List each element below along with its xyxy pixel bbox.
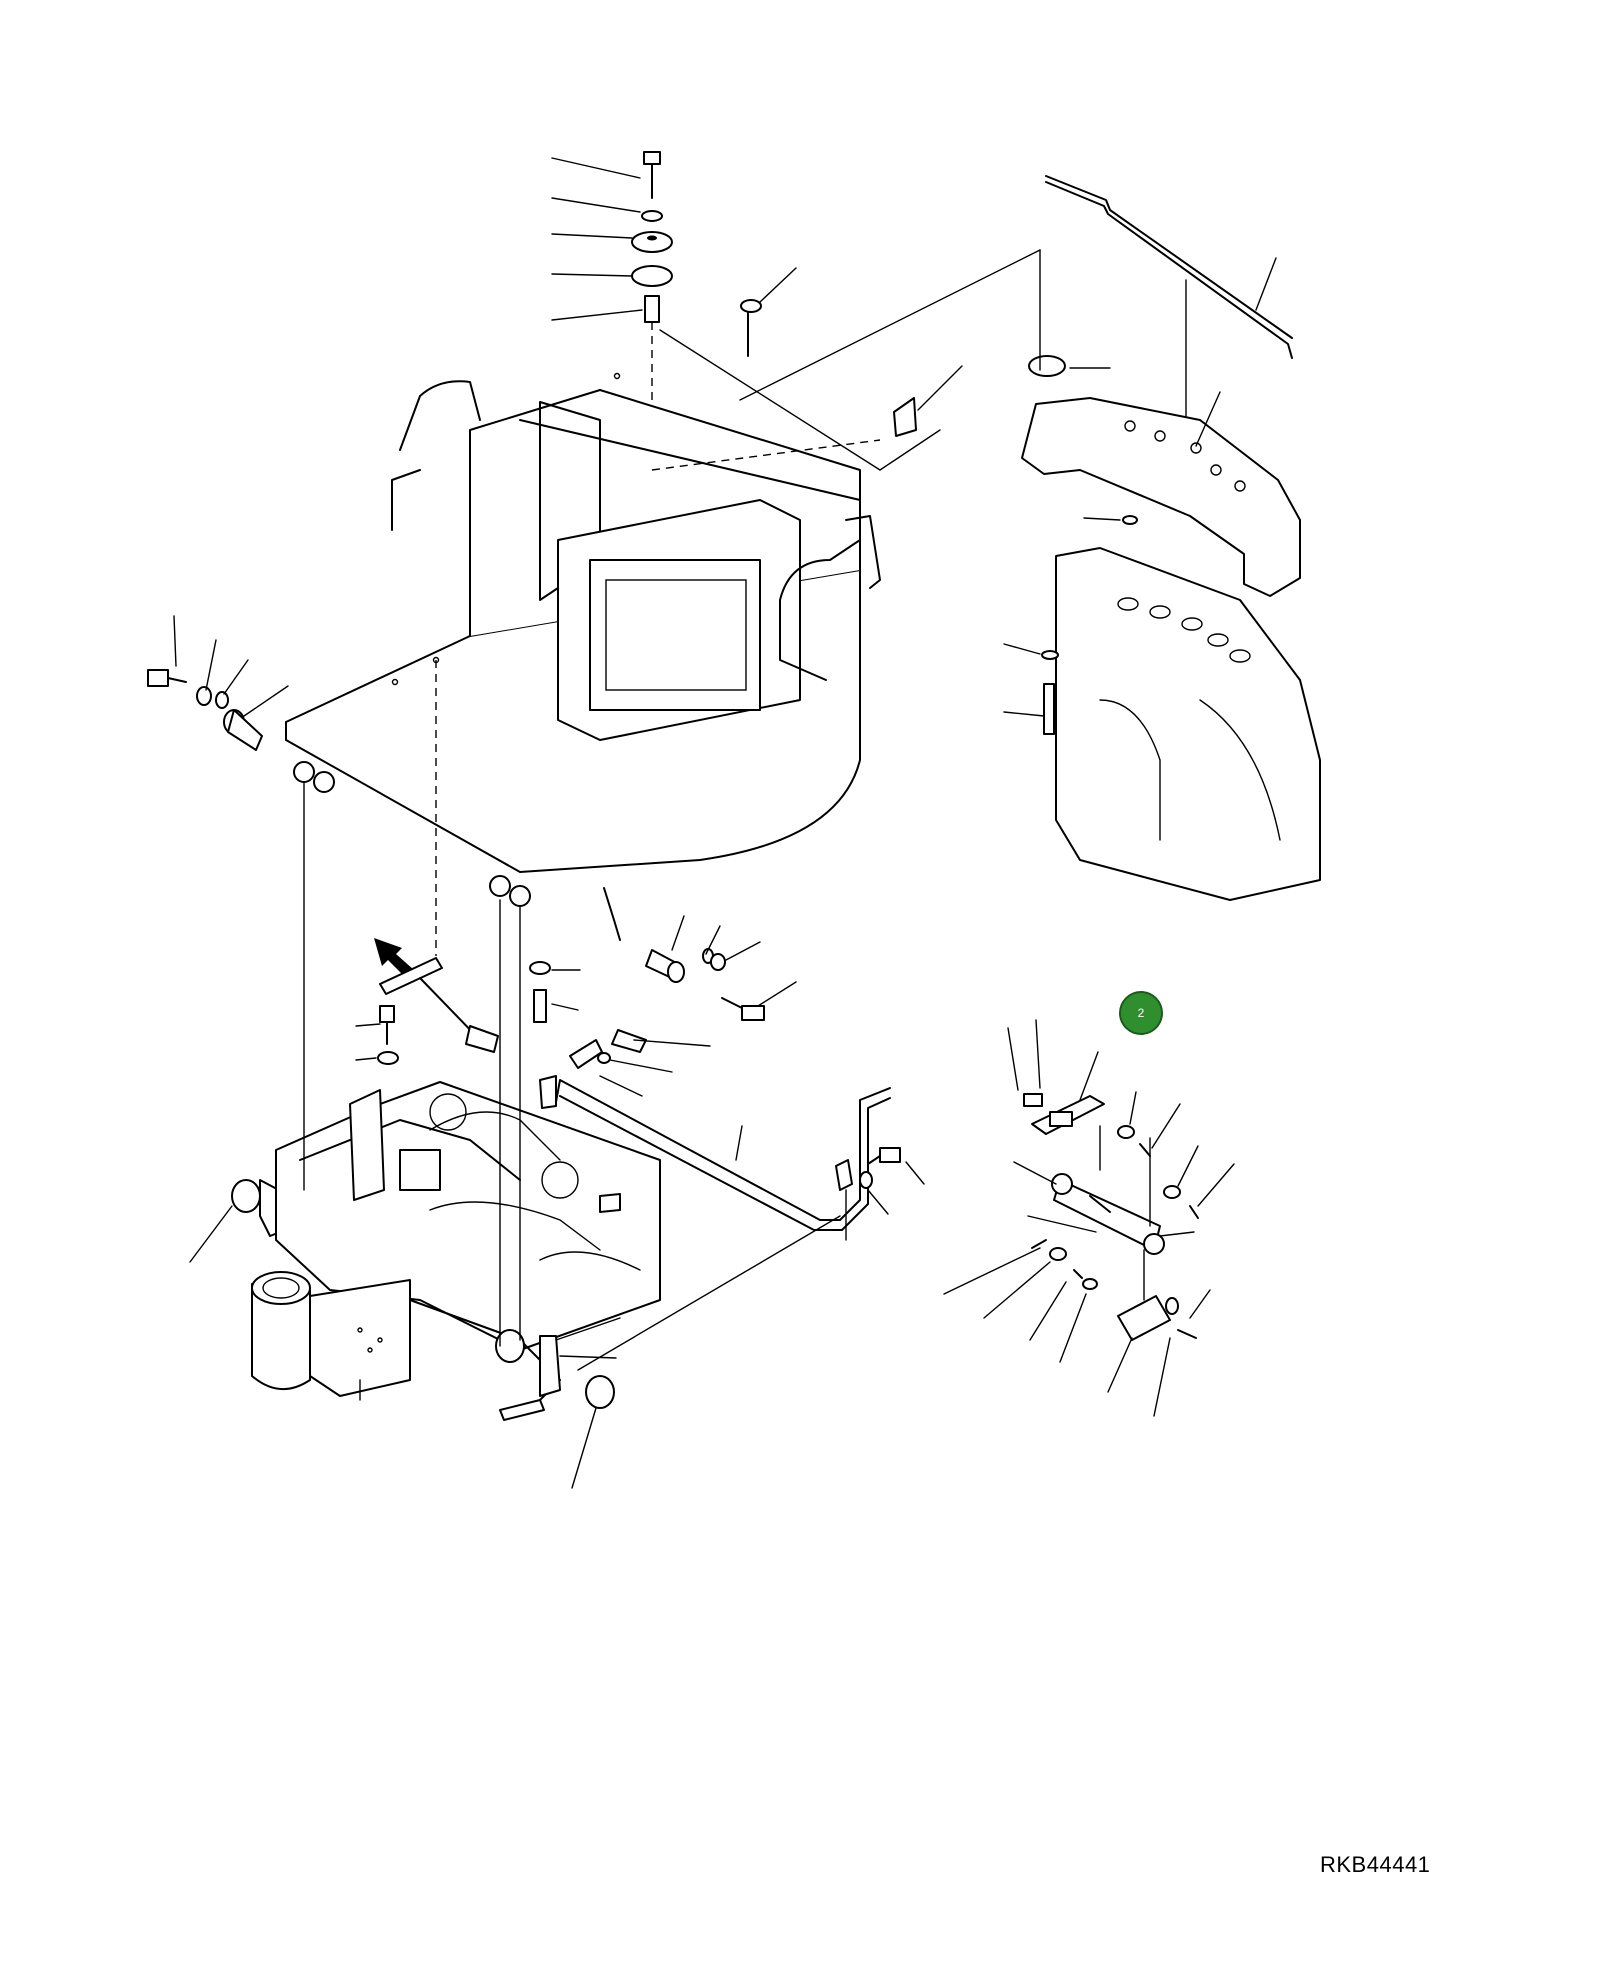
seat-platform xyxy=(285,372,881,956)
leader-lines-stack xyxy=(551,157,643,321)
clamp-bolt xyxy=(835,1147,925,1241)
assembly-guide-lines xyxy=(651,249,1041,471)
lock-mechanism xyxy=(355,938,581,1065)
wedge-part xyxy=(893,365,963,437)
lower-frame xyxy=(189,781,841,1489)
left-pin-set xyxy=(147,615,289,751)
detail-2-assembly xyxy=(943,1019,1235,1417)
callout-label: 2 xyxy=(1137,1006,1145,1020)
mid-pin-set xyxy=(645,915,797,1021)
lever-rod xyxy=(539,1029,891,1231)
callout-badge: 2 xyxy=(1119,991,1163,1035)
right-assembly xyxy=(1003,175,1321,901)
plug-part xyxy=(740,267,797,357)
drawing-code: RKB44441 xyxy=(1320,1852,1431,1877)
